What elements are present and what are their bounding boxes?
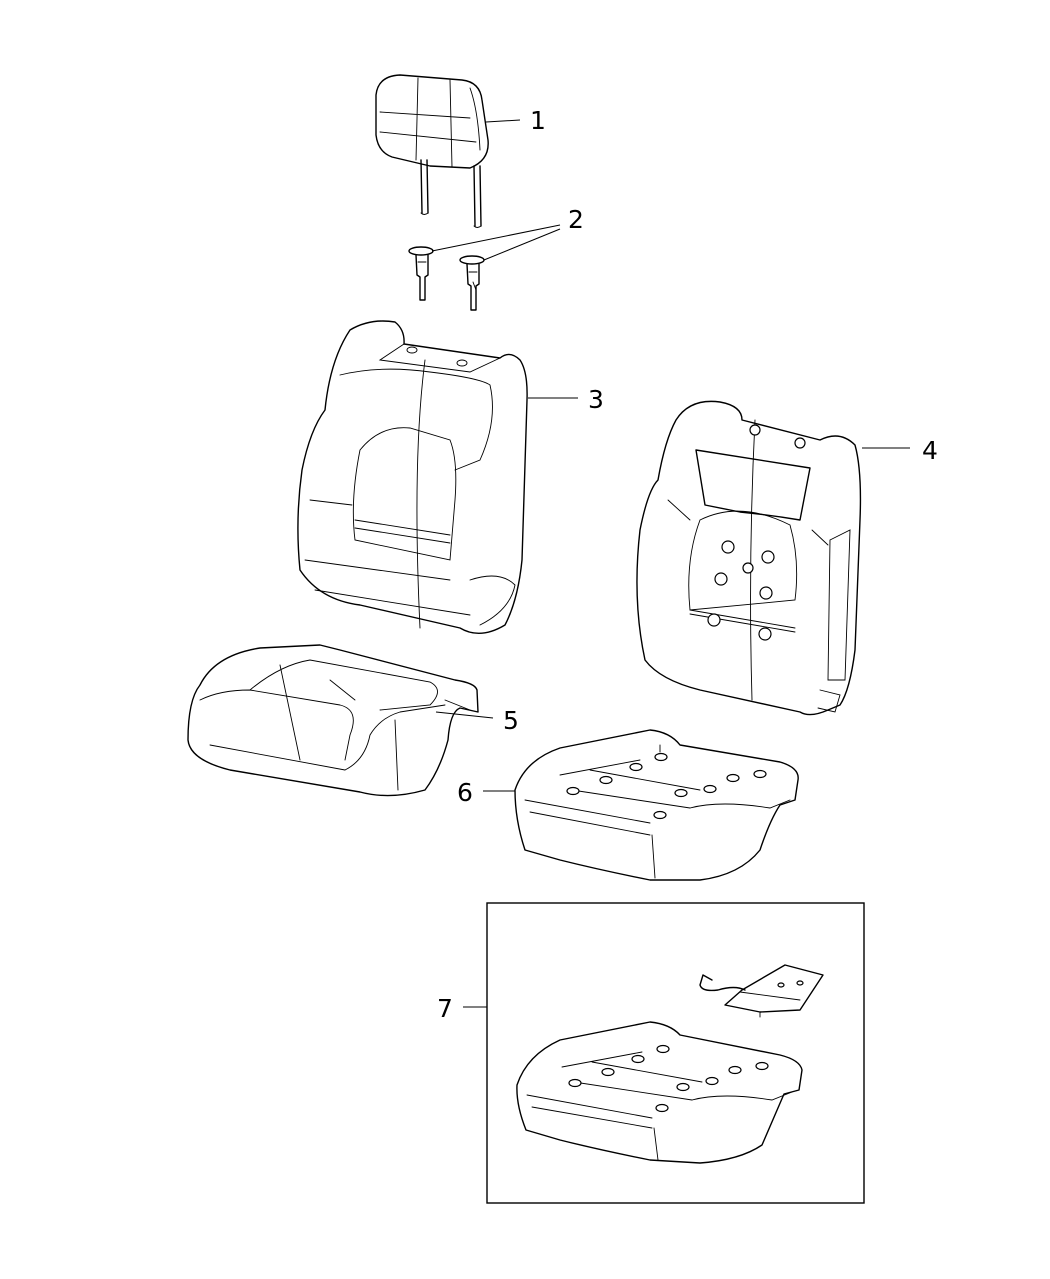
seat-cushion-cover-illustration xyxy=(187,644,479,797)
callout-7: 7 xyxy=(437,994,453,1023)
kit-box-frame xyxy=(486,902,865,1204)
seat-back-cover-illustration xyxy=(297,320,528,634)
heater-element-illustration xyxy=(699,964,824,1018)
leader-line-1 xyxy=(485,119,521,123)
callout-3: 3 xyxy=(588,385,604,414)
callout-5: 5 xyxy=(503,706,519,735)
leader-line-5 xyxy=(435,711,494,719)
guide-sleeves-illustration xyxy=(408,246,485,311)
seat-back-foam-illustration xyxy=(636,400,862,716)
callout-1: 1 xyxy=(530,106,546,135)
seat-cushion-foam-illustration xyxy=(514,729,799,881)
leader-line-2a xyxy=(431,224,561,252)
kit-seat-cushion-foam-illustration xyxy=(516,1021,803,1164)
callout-6: 6 xyxy=(457,778,473,807)
callout-2: 2 xyxy=(568,205,584,234)
callout-4: 4 xyxy=(922,436,938,465)
headrest-illustration xyxy=(375,74,489,228)
leader-line-2b xyxy=(483,228,561,261)
